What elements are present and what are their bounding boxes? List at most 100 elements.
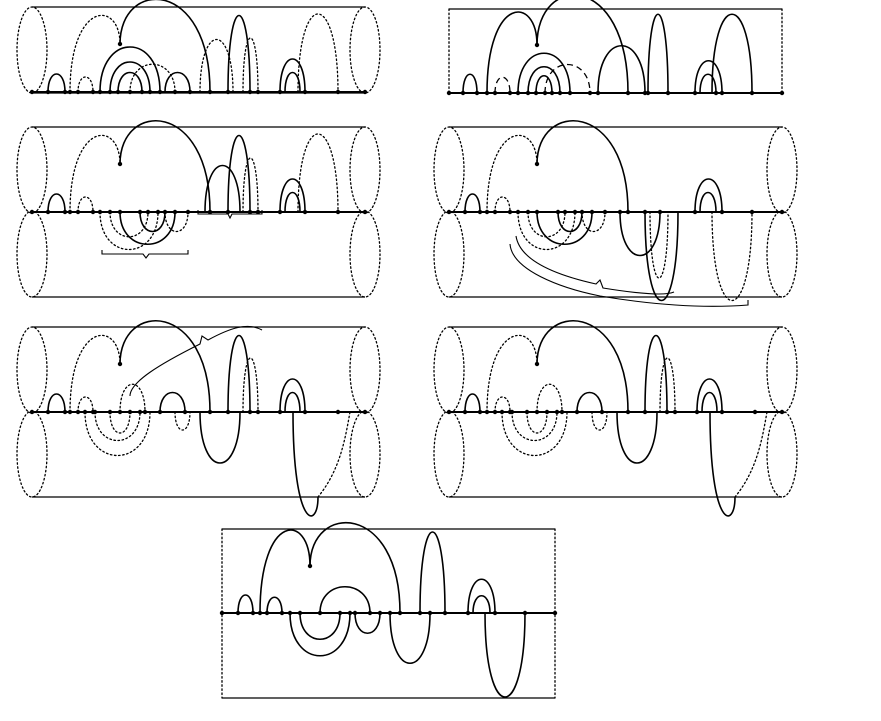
arc (389, 612, 431, 665)
vertex (602, 209, 608, 215)
panel-7 (219, 521, 558, 699)
cylinder-rim (16, 210, 48, 298)
vertex (713, 90, 719, 96)
arc (576, 391, 603, 413)
arc (119, 320, 211, 413)
arc (94, 411, 141, 441)
vertex (67, 409, 73, 415)
arc (199, 411, 241, 464)
arc (204, 164, 241, 213)
vertex (335, 209, 341, 215)
arc (647, 13, 669, 94)
vertex (302, 209, 308, 215)
vertex (97, 89, 103, 95)
arc (69, 134, 121, 213)
vertex (297, 610, 303, 616)
cylinder-rim (433, 210, 465, 298)
vertex (90, 89, 96, 95)
vertex (625, 209, 631, 215)
vertex (595, 90, 601, 96)
arc (467, 578, 496, 614)
vertex (625, 409, 631, 415)
arc (279, 58, 306, 93)
vertex (492, 610, 498, 616)
vertices (29, 41, 368, 95)
vertex (67, 89, 73, 95)
arc (644, 334, 668, 413)
vertex (29, 89, 35, 95)
arc (284, 391, 301, 413)
vertex (117, 409, 123, 415)
vertices (29, 361, 368, 415)
arc (227, 334, 251, 413)
vertex (155, 209, 161, 215)
arc (99, 211, 159, 250)
brace (101, 250, 189, 259)
brace (129, 325, 263, 397)
vertex (477, 209, 483, 215)
cylinder-rim (349, 126, 381, 214)
vertex (29, 209, 35, 215)
arc (464, 193, 481, 213)
vertex (157, 409, 163, 415)
vertex (127, 89, 133, 95)
arc (536, 120, 629, 213)
arc (299, 612, 341, 640)
cylinder-rim (433, 126, 465, 214)
vertex (117, 41, 123, 47)
cylinder-rim (16, 410, 48, 498)
arc (47, 393, 66, 413)
cylinder-rim (349, 210, 381, 298)
vertex (92, 409, 98, 415)
arc (486, 11, 538, 94)
vertex (507, 90, 513, 96)
arc (484, 612, 526, 698)
vertex (362, 209, 368, 215)
arc (494, 76, 511, 94)
arc (119, 0, 211, 93)
cylinder-rim (349, 6, 381, 94)
vertex (515, 90, 521, 96)
arc (309, 521, 401, 614)
vertex (352, 610, 358, 616)
arc (501, 411, 568, 457)
vertex (277, 89, 283, 95)
arc (486, 334, 538, 413)
cylinder-rim (16, 126, 48, 214)
panel-6 (433, 320, 798, 517)
vertex (279, 610, 285, 616)
vertex (522, 610, 528, 616)
brace (509, 243, 749, 307)
vertex (460, 90, 466, 96)
arc (472, 594, 491, 614)
arc (259, 529, 311, 614)
arc (164, 71, 191, 93)
vertex (107, 409, 113, 415)
arc (526, 411, 548, 434)
vertex (642, 209, 648, 215)
arc (164, 211, 189, 232)
vertex (45, 89, 51, 95)
vertex (117, 161, 123, 167)
vertex (589, 209, 595, 215)
vertex (499, 409, 505, 415)
vertex (446, 90, 452, 96)
vertex (287, 610, 293, 616)
vertex (465, 610, 471, 616)
vertex (225, 89, 231, 95)
vertex (255, 89, 261, 95)
arc (709, 411, 736, 517)
arc (174, 411, 191, 431)
arc (462, 73, 478, 94)
arc (494, 196, 511, 213)
arc (227, 14, 251, 93)
arc (297, 13, 339, 93)
vertex (534, 361, 540, 367)
arc (536, 320, 629, 413)
vertex (719, 90, 725, 96)
arc (644, 211, 679, 301)
vertex (694, 409, 700, 415)
arc (619, 211, 661, 257)
vertex (225, 209, 231, 215)
arc (47, 193, 66, 213)
